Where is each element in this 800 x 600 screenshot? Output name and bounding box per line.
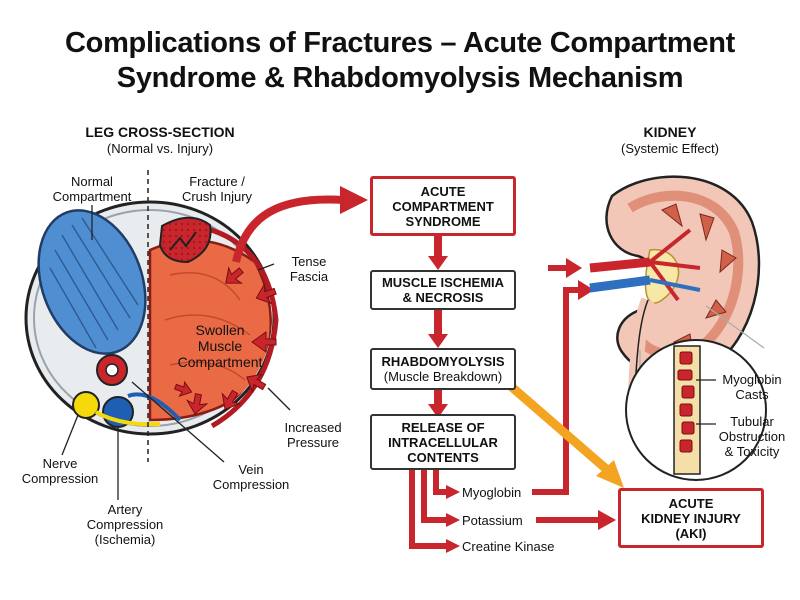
tubule-magnifier [625, 305, 767, 481]
title-line-2: Syndrome & Rhabdomyolysis Mechanism [116, 62, 684, 94]
leg-heading-sub: (Normal vs. Injury) [106, 141, 214, 156]
tense-fascia [195, 223, 279, 429]
nerve-compression-label: Nerve Compression [21, 456, 99, 486]
aki-box: ACUTE KIDNEY INJURY (AKI) [618, 488, 764, 548]
pressure-arrows [173, 266, 277, 415]
page-title: Complications of Fractures – Acute Compa… [0, 26, 800, 96]
title-line-1: Complications of Fractures – Acute Compa… [65, 27, 735, 59]
myoglobin-label: Myoglobin [462, 485, 522, 500]
leg-cross-section [24, 170, 279, 462]
kidney-heading: KIDNEY (Systemic Effect) [600, 124, 740, 156]
release-branches [409, 470, 448, 549]
flow-arrows [428, 236, 448, 418]
kidney-heading-sub: (Systemic Effect) [620, 141, 719, 156]
normal-compartment-muscle [37, 209, 147, 355]
kidney-heading-title: KIDNEY [643, 124, 697, 140]
nerve-vessel [72, 391, 100, 419]
normal-compartment-label: Normal Compartment [52, 174, 132, 204]
vein-compression-label: Vein Compression [212, 462, 290, 492]
acs-box: ACUTE COMPARTMENT SYNDROME [370, 176, 516, 236]
leg-heading: LEG CROSS-SECTION (Normal vs. Injury) [60, 124, 260, 156]
tense-fascia-label: Tense Fascia [289, 254, 329, 284]
ischemia-box: MUSCLE ISCHEMIA & NECROSIS [370, 270, 516, 310]
arrow-myoglobin-to-kidney [532, 287, 582, 495]
fracture-label: Fracture / Crush Injury [181, 174, 253, 204]
myoglobin-casts-label: Myoglobin Casts [722, 372, 782, 402]
swollen-compartment-label: Swollen Muscle Compartment [177, 322, 263, 370]
creatine-kinase-label: Creatine Kinase [462, 539, 555, 554]
arrow-rhabdo-to-aki [503, 378, 615, 478]
rhabdo-box: RHABDOMYOLYSIS (Muscle Breakdown) [370, 348, 516, 390]
myoglobin-casts-icon [677, 351, 695, 453]
potassium-label: Potassium [462, 513, 523, 528]
leg-leader-lines [61, 205, 291, 500]
arrow-leg-to-acs [232, 195, 345, 263]
leg-heading-title: LEG CROSS-SECTION [85, 124, 235, 140]
artery-compression-label: Artery Compression (Ischemia) [86, 502, 164, 547]
tubular-obstruction-label: Tubular Obstruction & Toxicity [718, 414, 786, 459]
release-box: RELEASE OF INTRACELLULAR CONTENTS [370, 414, 516, 470]
increased-pressure-label: Increased Pressure [284, 420, 342, 450]
